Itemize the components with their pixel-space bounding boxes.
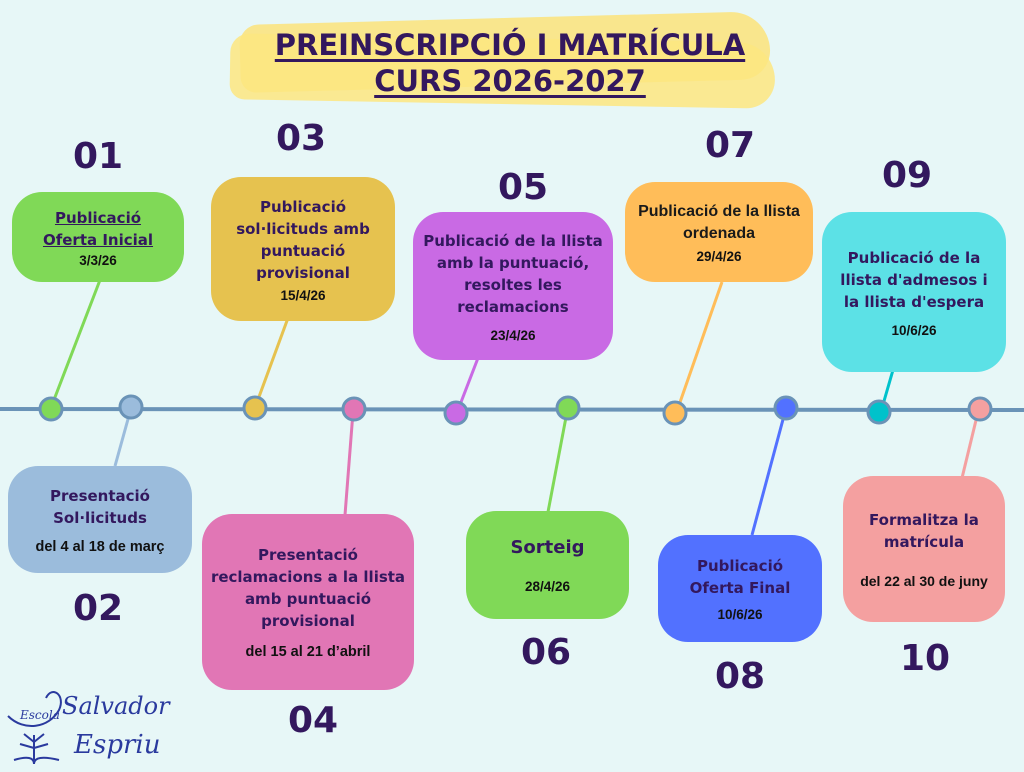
timeline-node-02 (118, 394, 144, 420)
step-label: Presentació Sol·licituds (50, 486, 150, 527)
timeline-node-07 (662, 400, 688, 426)
logo-swoosh-icon (7, 691, 62, 765)
step-date: 15/4/26 (280, 287, 326, 303)
step-label: Formalitza la matrícula (869, 511, 979, 551)
step-card-07: Publicació de la llista ordenada 29/4/26 (625, 182, 813, 282)
step-label: Publicació de la llista d'admesos i la l… (840, 248, 988, 311)
step-date: del 22 al 30 de juny (860, 573, 988, 589)
step-date: 3/3/26 (79, 252, 117, 268)
timeline-node-09 (866, 399, 892, 425)
timeline-node-04 (341, 396, 367, 422)
step-date: 28/4/26 (524, 578, 571, 594)
step-card-05: Publicació de la llista amb la puntuació… (413, 212, 613, 360)
step-number-03: 03 (275, 118, 327, 159)
step-card-02: Presentació Sol·licituds del 4 al 18 de … (8, 466, 192, 573)
timeline-node-10 (967, 396, 993, 422)
step-date: 29/4/26 (696, 248, 742, 264)
step-date: 10/6/26 (891, 322, 937, 338)
step-card-10: Formalitza la matrícula del 22 al 30 de … (843, 476, 1005, 622)
school-logo: Escola Salvador Espriu (4, 680, 170, 768)
step-label: Publicació de la llista ordenada (638, 202, 800, 242)
step-number-08: 08 (714, 656, 766, 697)
step-date: 10/6/26 (717, 607, 763, 622)
timeline-node-06 (555, 395, 581, 421)
timeline-node-03 (242, 395, 268, 421)
step-date: 23/4/26 (490, 327, 536, 343)
logo-text-espriu: Espriu (74, 730, 161, 760)
step-number-07: 07 (704, 125, 756, 166)
step-number-01: 01 (72, 136, 124, 177)
step-label: Presentació reclamacions a la llista amb… (210, 546, 406, 630)
step-card-08: Publicació Oferta Final 10/6/26 (658, 535, 822, 642)
step-number-09: 09 (881, 155, 933, 196)
step-card-09: Publicació de la llista d'admesos i la l… (822, 212, 1006, 372)
step-number-06: 06 (520, 632, 572, 673)
timeline-node-01 (38, 396, 64, 422)
step-card-06: Sorteig 28/4/26 (466, 511, 629, 619)
step-label: Publicació de la llista amb la puntuació… (423, 231, 603, 316)
timeline-node-05 (443, 400, 469, 426)
logo-text-salvador: Salvador (62, 692, 170, 720)
logo-text-escola: Escola (20, 708, 60, 722)
step-label: Sorteig (510, 536, 585, 558)
step-card-03: Publicació sol·licituds amb puntuació pr… (211, 177, 395, 321)
step-label: Publicació sol·licituds amb puntuació pr… (236, 197, 370, 282)
title-banner: PREINSCRIPCIÓ I MATRÍCULA CURS 2026-2027 (229, 8, 790, 109)
step-number-05: 05 (497, 167, 549, 208)
step-label: Publicació Oferta Final (689, 557, 791, 597)
step-number-04: 04 (287, 700, 339, 741)
page-title: PREINSCRIPCIÓ I MATRÍCULA (274, 28, 746, 62)
page-subtitle: CURS 2026-2027 (374, 64, 646, 98)
step-number-10: 10 (899, 638, 951, 679)
step-date: del 15 al 21 d’abril (245, 644, 371, 660)
tree-book-icon (13, 733, 60, 765)
step-card-04: Presentació reclamacions a la llista amb… (202, 514, 414, 690)
timeline-node-08 (773, 395, 799, 421)
step-label: Publicació Oferta Inicial (42, 208, 154, 249)
step-number-02: 02 (72, 588, 124, 629)
step-card-01: Publicació Oferta Inicial 3/3/26 (12, 192, 184, 282)
step-date: del 4 al 18 de març (35, 538, 165, 555)
